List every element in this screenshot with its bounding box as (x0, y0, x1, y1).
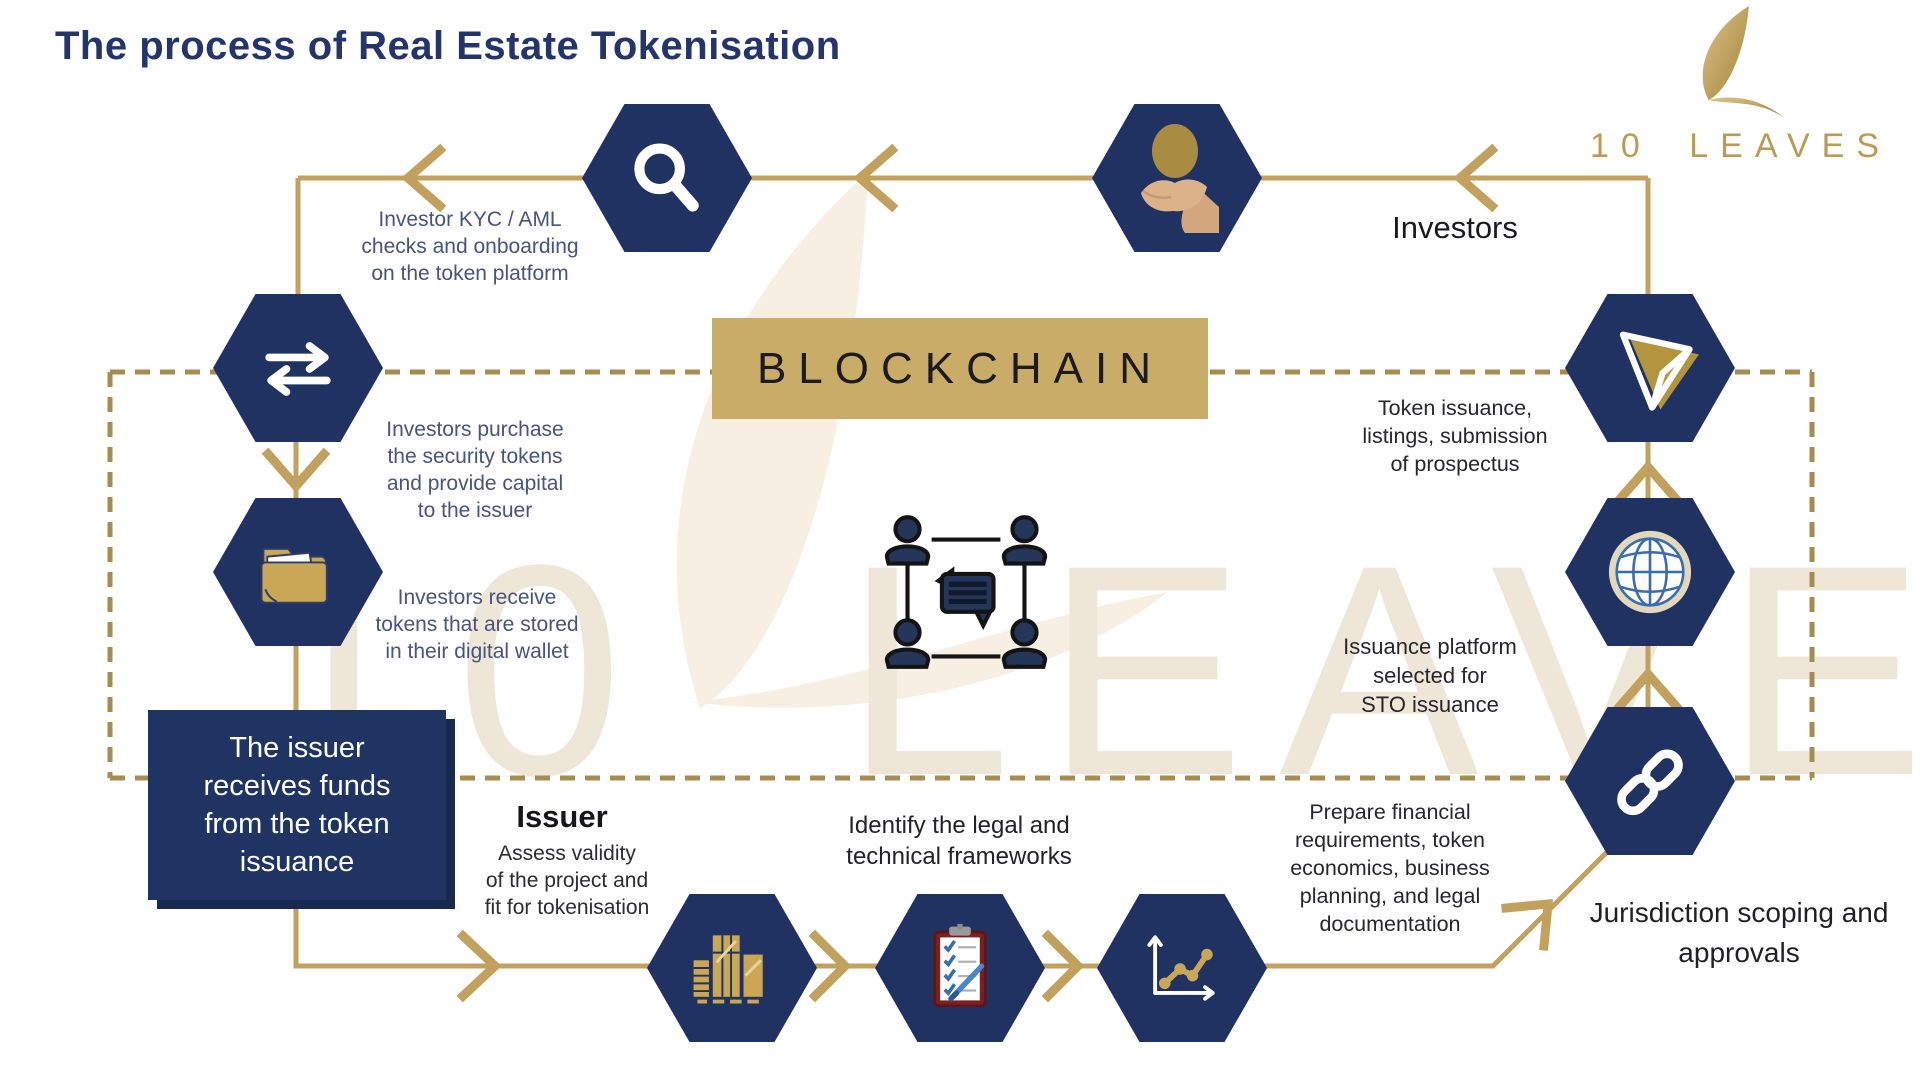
buildings-icon (693, 935, 763, 1004)
issuer-funds-box: The issuer receives funds from the token… (148, 710, 446, 900)
globe-icon (1608, 530, 1692, 614)
line-chart-icon (1147, 935, 1215, 1001)
arrow-upright-1 (1501, 899, 1553, 951)
people-network-icon (884, 515, 1048, 669)
hand-coin-icon (1141, 124, 1219, 233)
hexagon-globe (1565, 498, 1735, 646)
chain-link-icon (1617, 749, 1683, 816)
page-title: The process of Real Estate Tokenisation (55, 24, 841, 68)
blockchain-banner: BLOCKCHAIN (712, 318, 1208, 419)
jurisdiction-label: Jurisdiction scoping and approvals (1589, 897, 1889, 968)
company-logo: 10 LEAVES (1590, 6, 1890, 166)
hexagon-paper-plane (1565, 294, 1735, 442)
arrow-left-1 (401, 143, 447, 213)
blockchain-label: BLOCKCHAIN (756, 343, 1164, 393)
paper-plane-icon (1619, 331, 1699, 411)
search-icon (634, 143, 699, 212)
clipboard-checklist-icon (933, 923, 987, 1008)
issuance-platform-text: Issuance platform selected for STO issua… (1343, 634, 1517, 717)
arrow-right-1 (456, 929, 502, 1003)
logo-text: 10 LEAVES (1590, 127, 1892, 165)
hexagon-folder (213, 498, 383, 646)
hexagon-chart (1097, 894, 1267, 1042)
arrow-up-1 (1613, 667, 1683, 713)
prepare-step-text: Prepare financial requirements, token ec… (1290, 800, 1490, 936)
issuer-funds-text: The issuer receives funds from the token… (203, 732, 391, 878)
hexagon-hand-coin (1092, 104, 1262, 252)
arrow-right-3 (1041, 929, 1085, 1003)
arrow-up-2 (1613, 460, 1683, 506)
leaf-logo-icon (1702, 6, 1785, 118)
issuer-label: Issuer (516, 799, 608, 834)
arrow-left-3 (1453, 143, 1499, 213)
purchase-step-text: Investors purchase the security tokens a… (386, 418, 564, 522)
token-issuance-text: Token issuance, listings, submission of … (1362, 396, 1548, 476)
assess-step-text: Assess validity of the project and fit f… (484, 842, 650, 919)
arrow-right-2 (808, 929, 852, 1003)
folder-icon (260, 548, 328, 604)
hexagon-chain (1565, 707, 1735, 855)
arrow-down-1 (261, 447, 331, 493)
investors-label: Investors (1392, 210, 1518, 245)
receive-step-text: Investors receive tokens that are stored… (375, 586, 579, 663)
swap-arrows-icon (265, 342, 331, 396)
identify-step-text: Identify the legal and technical framewo… (846, 812, 1072, 870)
arrow-left-2 (853, 143, 899, 213)
kyc-step-text: Investor KYC / AML checks and onboarding… (361, 208, 579, 285)
